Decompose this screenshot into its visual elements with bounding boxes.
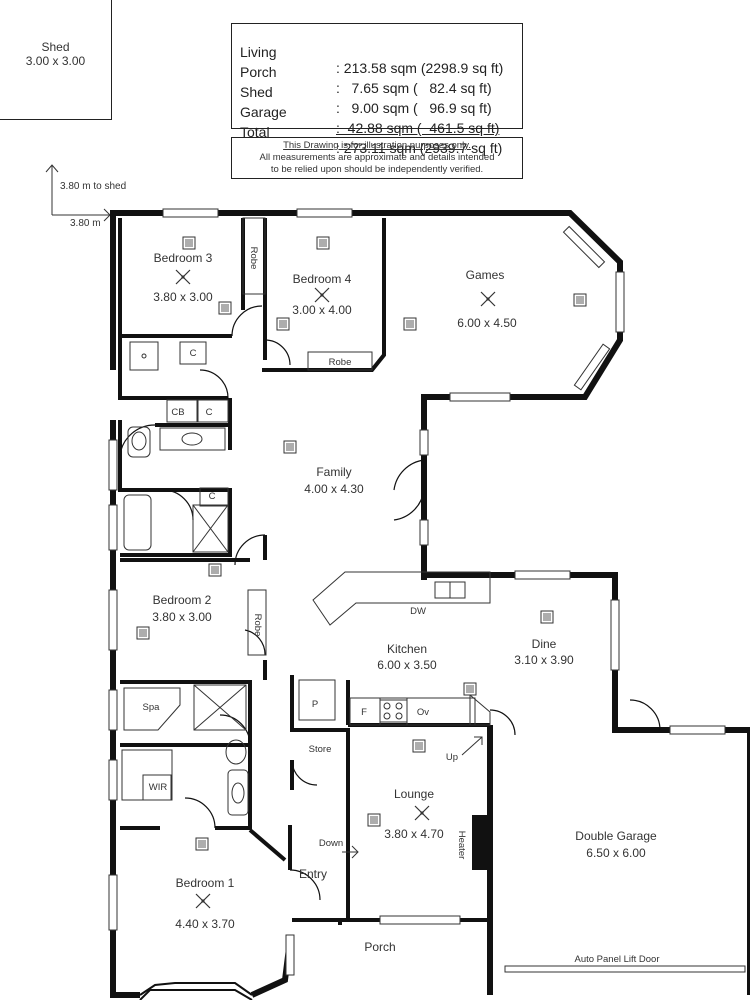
room-dims-bedroom2: 3.80 x 3.00 — [152, 610, 212, 624]
room-name-entry: Entry — [299, 867, 327, 881]
cupboard-label: C — [209, 491, 216, 502]
disclaimer-line: This Drawing is for illustration purpose… — [283, 140, 471, 151]
vent-icon — [195, 837, 209, 851]
room-dims-bedroom3: 3.80 x 3.00 — [153, 290, 213, 304]
room-name-kitchen: Kitchen — [387, 642, 427, 656]
garage-door-label: Auto Panel Lift Door — [574, 954, 659, 965]
area-row-shed: Shed : 9.00 sqm ( 96.9 sq ft) — [240, 84, 492, 116]
cupboard-label: C — [190, 348, 197, 359]
pantry-label: P — [312, 699, 318, 710]
cupboard-label: C — [206, 407, 213, 418]
area-schedule: Living : 213.58 sqm (2298.9 sq ft) Porch… — [231, 23, 523, 156]
room-name-games: Games — [466, 268, 505, 282]
vent-icon — [367, 813, 381, 827]
vent-icon — [136, 626, 150, 640]
room-name-bedroom1: Bedroom 1 — [176, 876, 235, 890]
disclaimer-box: This Drawing is for illustration purpose… — [231, 137, 523, 179]
robe-label: Robe — [252, 614, 263, 637]
vent-icon — [403, 317, 417, 331]
room-dims-games: 6.00 x 4.50 — [457, 316, 517, 330]
vent-icon — [316, 236, 330, 250]
ceiling-fan-icon — [414, 805, 430, 821]
vent-icon — [540, 610, 554, 624]
shed-outline: Shed 3.00 x 3.00 — [0, 0, 112, 120]
stair-arrows — [342, 736, 483, 859]
ceiling-fan-icon — [480, 291, 496, 307]
bedroom1-bay-window — [139, 982, 253, 1000]
spa-label: Spa — [143, 702, 161, 713]
room-name-bedroom3: Bedroom 3 — [154, 251, 213, 265]
room-dims-garage: 6.50 x 6.00 — [586, 846, 646, 860]
shed-dims: 3.00 x 3.00 — [25, 54, 86, 68]
room-name-bedroom2: Bedroom 2 — [153, 593, 212, 607]
cupboard-label: CB — [171, 407, 184, 418]
ceiling-fan-icon — [175, 269, 191, 285]
heater-block — [472, 815, 490, 870]
oven-label: Ov — [417, 707, 429, 718]
ceiling-fan-icon — [195, 893, 211, 909]
stair-down-label: Down — [319, 838, 343, 849]
area-row-living: Living : 213.58 sqm (2298.9 sq ft) — [240, 44, 504, 76]
vent-icon — [573, 293, 587, 307]
ceiling-fan-icon — [314, 287, 330, 303]
room-name-family: Family — [316, 465, 351, 479]
garage-door — [504, 965, 746, 973]
robe-label: Robe — [248, 247, 259, 270]
stair-up-label: Up — [446, 752, 458, 763]
area-row-garage: Garage : 42.88 sqm ( 461.5 sq ft) — [240, 104, 500, 136]
disclaimer-line: to be relied upon should be independentl… — [270, 164, 484, 175]
room-name-lounge: Lounge — [394, 787, 434, 801]
robe-label: Robe — [329, 357, 352, 368]
vent-icon — [276, 317, 290, 331]
vent-icon — [182, 236, 196, 250]
room-dims-bedroom4: 3.00 x 4.00 — [292, 303, 352, 317]
robes — [142, 217, 373, 801]
room-name-garage: Double Garage — [575, 829, 657, 843]
vent-icon — [463, 682, 477, 696]
vent-icon — [412, 739, 426, 753]
dishwasher-label: DW — [410, 606, 426, 617]
heater-label: Heater — [456, 831, 467, 860]
kitchen-bench — [298, 571, 491, 726]
room-name-dine: Dine — [532, 637, 557, 651]
shed-label: Shed — [41, 40, 70, 54]
room-dims-dine: 3.10 x 3.90 — [514, 653, 574, 667]
vent-icon — [208, 563, 222, 577]
area-row-porch: Porch : 7.65 sqm ( 82.4 sq ft) — [240, 64, 492, 96]
room-name-bedroom4: Bedroom 4 — [293, 272, 352, 286]
dimension-arrows — [45, 164, 111, 222]
room-dims-kitchen: 6.00 x 3.50 — [377, 658, 437, 672]
dimension-to-shed: 3.80 m to shed — [60, 181, 126, 192]
disclaimer-line: All measurements are approximate and det… — [259, 152, 495, 163]
fridge-label: F — [361, 707, 367, 718]
store-label: Store — [309, 744, 332, 755]
room-dims-lounge: 3.80 x 4.70 — [384, 827, 444, 841]
vent-icon — [218, 301, 232, 315]
wir-label: WIR — [149, 782, 168, 793]
dimension-horizontal: 3.80 m — [70, 218, 101, 229]
room-dims-family: 4.00 x 4.30 — [304, 482, 364, 496]
vent-icon — [283, 440, 297, 454]
windows — [108, 208, 726, 976]
area-row-total: Total : 273.11 sqm (2939.7 sq ft) — [240, 124, 503, 156]
room-dims-bedroom1: 4.40 x 3.70 — [175, 917, 235, 931]
room-name-porch: Porch — [364, 940, 395, 954]
